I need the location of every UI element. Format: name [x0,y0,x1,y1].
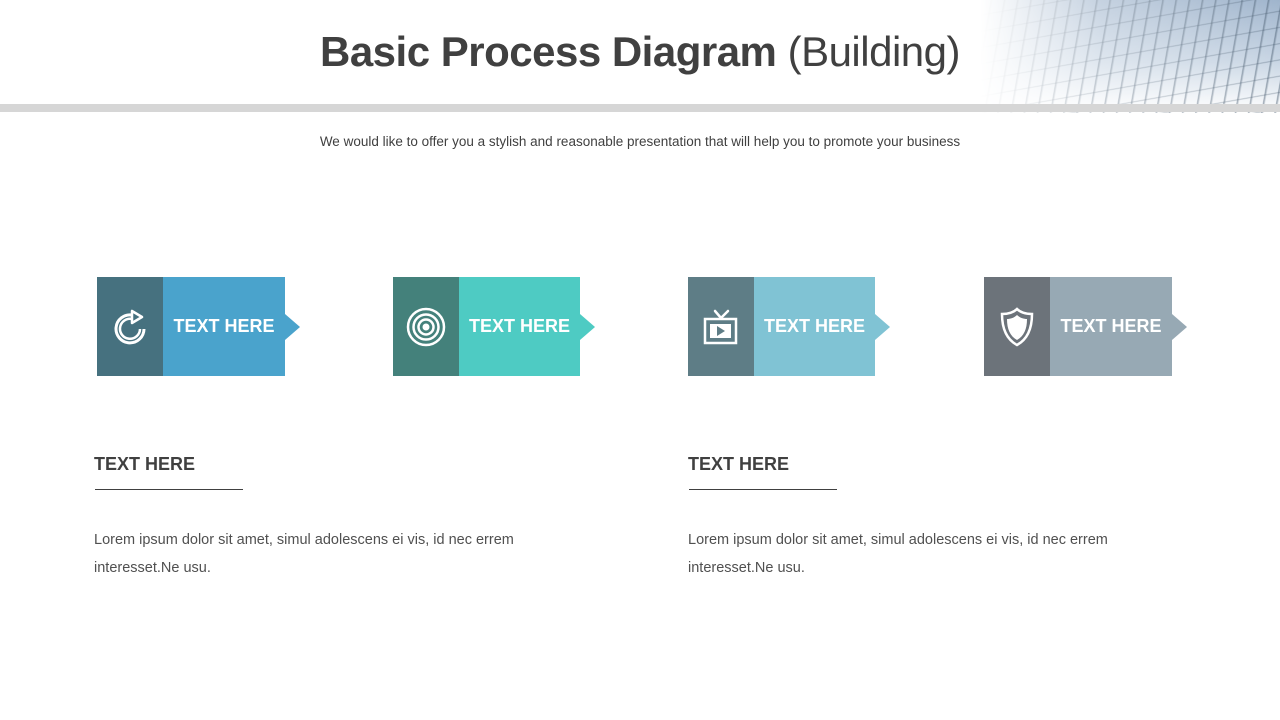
building-photo [980,0,1280,113]
detail-underline [95,489,243,490]
arrow-right-icon [285,314,300,340]
step-icon-box [97,277,163,376]
detail-body: Lorem ipsum dolor sit amet, simul adoles… [94,532,514,576]
step-icon-box [984,277,1050,376]
shield-icon [1000,306,1034,346]
step-label-box: TEXT HERE [754,277,875,376]
header-divider [0,104,1280,112]
arrow-right-icon [580,314,595,340]
detail-underline [689,489,837,490]
process-step-2: TEXT HERE [393,277,597,376]
header: Basic Process Diagram (Building) [0,0,1280,113]
step-label: TEXT HERE [1060,316,1162,336]
detail-block-2: TEXT HERE Lorem ipsum dolor sit amet, si… [688,454,1138,576]
process-step-3: TEXT HERE [688,277,892,376]
detail-title: TEXT HERE [688,454,790,474]
step-icon-box [393,277,459,376]
title-bold: Basic Process Diagram [319,28,777,75]
detail-body: Lorem ipsum dolor sit amet, simul adoles… [688,532,1108,576]
step-label: TEXT HERE [173,316,275,336]
process-step-4: TEXT HERE [984,277,1188,376]
tv-play-icon [703,309,738,344]
step-label-box: TEXT HERE [163,277,285,376]
target-icon [406,307,446,346]
step-label-box: TEXT HERE [459,277,580,376]
step-label: TEXT HERE [468,316,570,336]
arrow-right-icon [875,314,890,340]
step-label-box: TEXT HERE [1050,277,1172,376]
step-label: TEXT HERE [763,316,865,336]
detail-block-1: TEXT HERE Lorem ipsum dolor sit amet, si… [94,454,544,576]
detail-title: TEXT HERE [94,454,196,474]
page-title: Basic Process Diagram (Building) [0,28,1280,76]
refresh-arrow-icon [114,309,146,344]
step-icon-box [688,277,754,376]
subtitle: We would like to offer you a stylish and… [319,134,961,149]
arrow-right-icon [1172,314,1187,340]
title-light: (Building) [787,28,961,75]
process-step-1: TEXT HERE [97,277,301,376]
